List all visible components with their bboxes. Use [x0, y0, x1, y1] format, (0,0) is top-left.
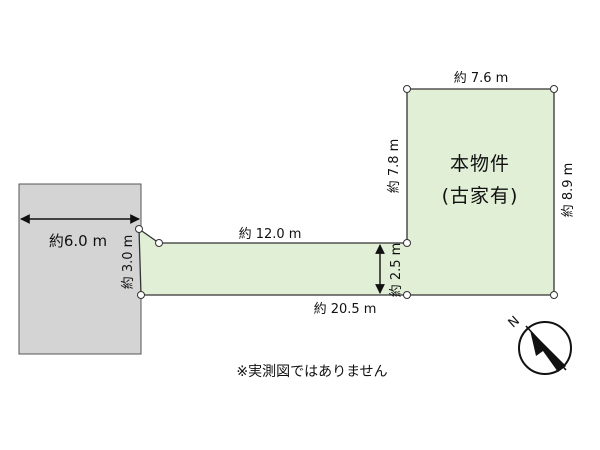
disclaimer-note: ※実測図ではありません [236, 364, 387, 380]
lot-boundary [138, 88, 555, 296]
dimension-right: 約 8.9 m [561, 163, 576, 218]
property-title: 本物件 [450, 153, 510, 175]
dimension-bottom: 約 20.5 m [314, 302, 377, 317]
dimension-top: 約 7.6 m [454, 71, 509, 86]
corner-marker [550, 85, 558, 93]
corner-markers [135, 85, 558, 299]
road-area [18, 183, 142, 355]
corner-marker [403, 85, 411, 93]
dimension-flag-height: 約 2.5 m [389, 243, 404, 298]
corner-marker [403, 239, 411, 247]
corner-marker [550, 291, 558, 299]
dimension-frontage: 約 3.0 m [121, 235, 136, 290]
property-subtitle: (古家有) [442, 185, 519, 207]
corner-marker [155, 239, 163, 247]
corner-marker [403, 291, 411, 299]
dimension-left-upper: 約 7.8 m [387, 139, 402, 194]
compass-axis [525, 325, 567, 371]
dimension-road-width: 約6.0 m [49, 232, 107, 250]
dimension-flag-top: 約 12.0 m [239, 227, 302, 242]
corner-marker [135, 225, 143, 233]
corner-marker [137, 291, 145, 299]
compass-north-label: N [506, 314, 523, 332]
north-compass: N [506, 314, 572, 375]
